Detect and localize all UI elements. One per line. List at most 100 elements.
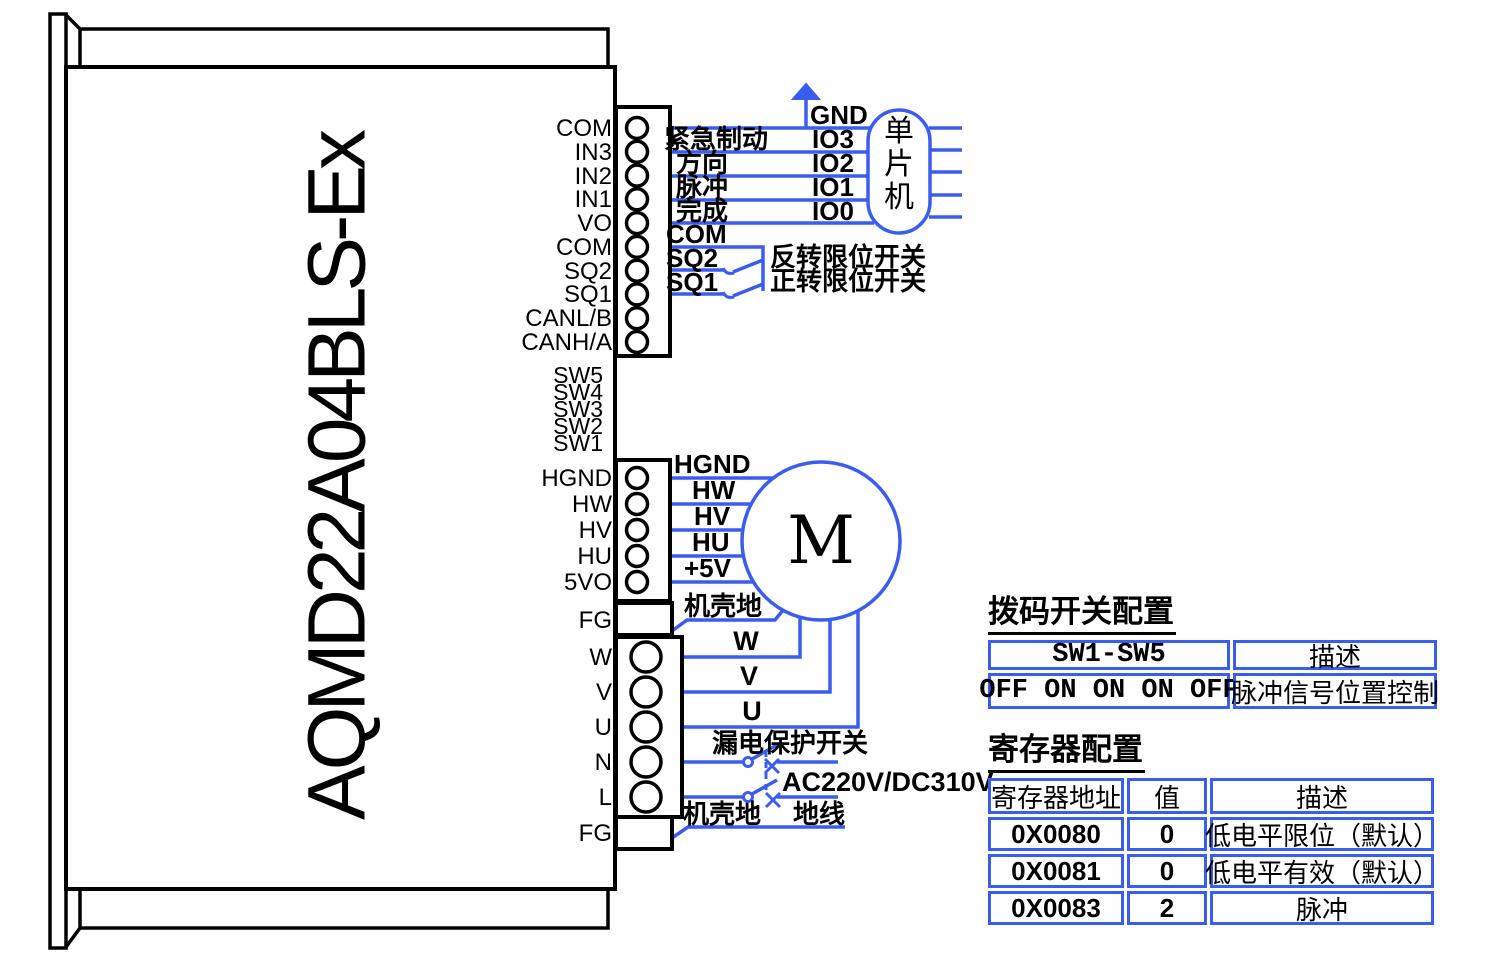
io2-label: IO2	[812, 148, 854, 178]
io0-cn-label: 完成	[676, 196, 728, 226]
pin-label-hgnd: HGND	[541, 465, 612, 492]
pin-label-n: N	[595, 749, 612, 776]
dip-table-section: 拨码开关配置 SW1-SW5 描述 OFF ON ON ON OFF 脉冲信号位…	[979, 586, 1439, 709]
wire-com-bus	[670, 245, 765, 291]
register-table: 寄存器地址 值 描述 0X0080 0 低电平限位（默认） 0X0081 0 低…	[988, 778, 1439, 925]
sq1-switch-label: 正转限位开关	[770, 266, 926, 296]
io0-label: IO0	[812, 196, 854, 226]
dip-table: SW1-SW5 描述 OFF ON ON ON OFF 脉冲信号位置控制	[979, 640, 1439, 709]
hgnd-wire-label: HGND	[674, 449, 751, 479]
pin-label-sw2: SW2	[553, 413, 603, 439]
reg-row1-desc: 低电平限位（默认）	[1205, 817, 1439, 851]
driver-chassis	[48, 12, 617, 950]
phase-w-label: W	[733, 626, 759, 656]
phase-u-label: U	[742, 696, 762, 726]
hall-pin-labels: HGND HW HV HU 5VO	[541, 465, 612, 596]
reg-header-value: 值	[1127, 778, 1207, 814]
sq1-contact-hook	[721, 291, 735, 299]
io2-cn-label: 方向	[676, 148, 728, 178]
pin-label-sw4: SW4	[553, 379, 603, 405]
hw-wire-label: HW	[692, 475, 736, 505]
wiring	[670, 98, 874, 840]
sq2-switch-label: 反转限位开关	[770, 242, 926, 272]
gnd-label: GND	[810, 100, 868, 130]
5v-wire-label: +5V	[684, 553, 732, 583]
com-wire-label: COM	[666, 219, 727, 249]
sq1-wire-label: SQ1	[666, 267, 718, 297]
pin-label-in1: IN1	[575, 186, 612, 213]
chassis-bottom-label: 机壳地	[683, 799, 761, 829]
dip-setting-desc: 脉冲信号位置控制	[1231, 673, 1439, 709]
io3-label: IO3	[812, 124, 854, 154]
pin-label-vo: VO	[577, 210, 612, 237]
bottom-bracket	[64, 889, 610, 949]
mcu-label-char3: 机	[884, 181, 914, 214]
device-model-label: AQMD22A04BLS-Ex	[292, 129, 383, 820]
pin-label-v: V	[596, 679, 612, 706]
reg-row3-addr: 0X0083	[988, 891, 1124, 925]
wire-phase-u	[682, 610, 860, 729]
mcu-stub-wires	[929, 126, 962, 219]
pin-label-hv: HV	[579, 517, 612, 544]
terminal-holes	[624, 115, 663, 814]
io3-cn-label: 紧急制动	[664, 124, 768, 154]
io1-label: IO1	[812, 172, 854, 202]
chassis-top-label: 机壳地	[684, 591, 762, 621]
power-pin-labels: FG W V U N L FG	[579, 607, 613, 847]
pin-label-com1: COM	[556, 115, 612, 142]
breaker-contact-n	[742, 756, 754, 768]
pin-label-com2: COM	[556, 234, 612, 261]
wire-earth	[671, 825, 845, 840]
sq1-switch-blade	[732, 282, 764, 298]
pin-label-w: W	[589, 644, 612, 671]
reg-row2-addr: 0X0081	[988, 854, 1124, 888]
mcu-label-char2: 片	[884, 148, 914, 181]
motor-circle	[740, 460, 902, 622]
motor-symbol: M	[787, 502, 855, 579]
register-table-section: 寄存器配置 寄存器地址 值 描述 0X0080 0 低电平限位（默认） 0X00…	[988, 724, 1439, 925]
signal-pin-labels: COM IN3 IN2 IN1 VO COM SQ2 SQ1 CANL/B CA…	[521, 115, 612, 356]
top-bracket	[64, 13, 610, 67]
fg-bottom-block	[614, 815, 674, 851]
fg-top-block	[614, 601, 674, 637]
dip-pin-labels: SW5 SW4 SW3 SW2 SW1	[553, 362, 603, 456]
mounting-plate	[48, 12, 68, 950]
pin-label-u: U	[595, 714, 612, 741]
reg-row3-desc: 脉冲	[1210, 891, 1434, 925]
phase-v-label: V	[740, 661, 758, 691]
breaker-label: 漏电保护开关	[712, 728, 868, 758]
earth-label: 地线	[793, 799, 845, 829]
reg-header-desc: 描述	[1210, 778, 1434, 814]
reg-row3-value: 2	[1127, 891, 1207, 925]
pin-label-fg2: FG	[579, 820, 612, 847]
wire-phase-v	[682, 618, 832, 694]
pin-label-l: L	[599, 784, 612, 811]
pin-label-in3: IN3	[575, 139, 612, 166]
breaker-contact-l	[742, 791, 754, 803]
pin-label-fg1: FG	[579, 607, 612, 634]
pin-label-sw1: SW1	[553, 430, 603, 456]
wire-phase-w	[682, 616, 802, 659]
pin-label-sq2: SQ2	[564, 258, 612, 285]
dip-header-desc: 描述	[1233, 640, 1437, 672]
pin-label-sw5: SW5	[553, 362, 603, 388]
wire-chassis-top	[670, 607, 786, 633]
mcu-label-char1: 单	[884, 115, 914, 148]
reg-row2-value: 0	[1127, 854, 1207, 888]
pin-label-in2: IN2	[575, 163, 612, 190]
dip-table-title: 拨码开关配置	[988, 586, 1176, 635]
dip-header-sw: SW1-SW5	[988, 640, 1230, 670]
hv-wire-label: HV	[694, 501, 731, 531]
pin-label-canha: CANH/A	[521, 329, 612, 356]
breaker-cross-n	[763, 757, 781, 775]
gnd-arrow-icon	[790, 82, 822, 100]
pin-label-hw: HW	[572, 491, 612, 518]
io1-cn-label: 脉冲	[676, 172, 728, 202]
wire-labels: GND 紧急制动 IO3 方向 IO2 脉冲 IO1 完成 IO0 COM SQ…	[664, 100, 994, 829]
pin-label-sw3: SW3	[553, 396, 603, 422]
sq2-contact-hook	[721, 267, 735, 275]
hu-wire-label: HU	[692, 527, 730, 557]
reg-header-addr: 寄存器地址	[988, 778, 1124, 814]
